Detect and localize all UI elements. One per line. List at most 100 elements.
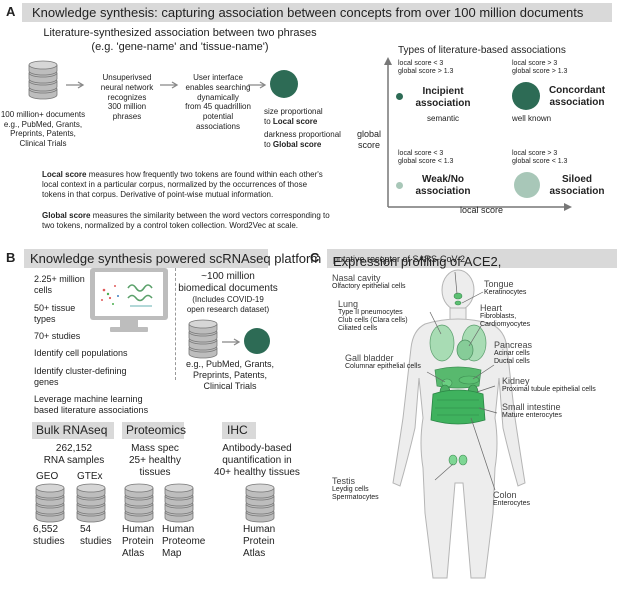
ihc-line: quantification in [222,455,292,466]
organ-label-colon: Colon Enterocytes [493,490,530,508]
criteria-line: global score > 1.3 [398,68,454,76]
name-line: association [415,97,471,109]
name-line: association [549,96,605,108]
feature-line: Leverage machine learning [34,394,143,404]
weak-dot [396,182,403,189]
monitor-icon [90,268,168,332]
gtex-n: 54 [80,524,92,535]
ui-description: User interface enables searching dynamic… [178,73,258,132]
name-line: Concordant [548,85,606,96]
y-axis-label: global score [357,129,381,151]
atlas-line: Map [162,548,182,559]
association-circle [270,70,298,98]
ihc-line: Antibody-based [222,443,292,454]
panel-a-title: Knowledge synthesis: capturing associati… [32,5,584,20]
ihc-line: 40+ healthy tissues [214,467,300,478]
nn-line: phrases [112,112,142,121]
feature-line: genes [34,376,59,387]
cell-type: Fibroblasts, [480,313,517,321]
title-main: Expression profiling of ACE2, [333,254,502,269]
feature-line: Identify cluster-defining [34,365,127,376]
dark-text: darkness proportional [264,130,341,139]
sources-line: e.g., PubMed, Grants, [185,359,275,369]
database-icon [245,483,275,523]
atlas-line: Atlas [122,548,145,559]
organ-name: Testis [332,476,356,486]
organ-label-gall-bladder: Gall bladder Columnar epithelial cells [345,353,421,371]
panel-a-subtitle-2: (e.g. 'gene-name' and 'tissue-name') [91,41,269,53]
nn-description: Unsuperivsed neural network recognizes 3… [88,73,166,122]
local-def-line: measures how frequently two tokens are f… [88,170,323,179]
y-axis-line: global [357,129,382,139]
cell-type: Keratinocytes [484,289,527,297]
local-score-definition: Local score measures how frequently two … [42,170,332,199]
criteria-line: local score > 3 [512,60,558,67]
quadrant-title: Types of literature-based associations [398,45,566,56]
ihc-atlas-label: Human Protein Atlas [243,524,275,560]
cell-type: Type II pneumocytes [338,309,403,317]
ihc-desc: Antibody-based quantification in 40+ hea… [205,443,309,479]
hpa-label: Human Protein Atlas [122,524,154,560]
docs-title-line: (Includes COVID-19 [192,295,264,304]
docs-line: Preprints, Patents, [10,129,76,139]
geo-n: 6,552 [33,524,59,535]
organ-name: Kidney [502,376,530,386]
weak-name: Weak/No association [408,174,478,197]
incipient-note: semantic [427,114,460,123]
name-line: Siloed [561,174,592,185]
global-score-label: Global score [272,140,322,149]
local-def-line: tokens in that corpus. Derivative of poi… [42,189,274,199]
nn-line: neural network [100,82,154,92]
atlas-line: Atlas [243,548,266,559]
hpm-label: Human Proteome Map [162,524,205,560]
docs-description: 100 million+ documents e.g., PubMed, Gra… [0,110,86,148]
proteomics-line: tissues [139,467,171,478]
y-axis-line: score [358,139,381,150]
feature-line: cells [34,285,53,296]
ui-line: User interface [193,73,243,82]
human-body-figure [392,269,526,579]
docs-title-line: open research dataset) [186,304,270,314]
docs-line: Clinical Trials [19,138,67,148]
docs-line: e.g., PubMed, Grants, [3,119,83,129]
concordant-criteria: local score > 3 global score > 1.3 [512,60,567,77]
x-axis-label: local score [460,205,504,215]
docs-line: 100 million+ documents [0,110,86,119]
database-icon [164,483,194,523]
database-icon [35,483,65,523]
panel-b-title: Knowledge synthesis powered scRNAseq pla… [30,251,322,266]
siloed-name: Siloed association [540,174,614,197]
scrnaseq-features: 2.25+ million cells 50+ tissue types 70+… [34,274,148,417]
bulk-title: Bulk RNAseq [36,423,108,437]
incipient-name: Incipient association [408,86,478,109]
cell-type: Olfactory epithelial cells [332,283,406,291]
panel-a-letter: A [6,4,16,19]
incipient-dot [396,93,403,100]
feature-line: based literature associations [34,405,149,416]
cell-type: Spermatocytes [332,494,379,502]
panel-a-banner: Knowledge synthesis: capturing associati… [22,3,612,22]
local-def-line: local context in a particular corpus, no… [42,179,308,189]
organ-label-testis: Testis Leydig cells Spermatocytes [332,476,379,502]
organ-name: Lung [338,299,359,309]
bulk-rnaseq-box: Bulk RNAseq [32,422,114,439]
nn-line: Unsuperivsed [102,73,152,82]
cell-type: Mature enterocytes [502,412,562,420]
database-icon [188,319,218,359]
nn-line: 300 million [107,102,147,112]
name-line: Incipient [422,86,464,97]
siloed-criteria: local score > 3 global score < 1.3 [512,150,567,167]
ui-line: from 45 quadrillion [185,102,251,112]
panel-b-letter: B [6,250,16,265]
weak-criteria: local score < 3 global score < 1.3 [398,150,453,167]
name-line: association [549,185,605,197]
organ-name: Nasal cavity [332,273,381,283]
global-def-line: two tokens, normalized by a control toke… [42,220,298,230]
quadrant-axes [384,57,572,211]
ui-line: enables searching [185,82,251,92]
gtex-label: GTEx [77,471,103,482]
name-line: Weak/No [421,174,465,185]
panel-c-banner: Expression profiling of ACE2, putative r… [327,249,617,269]
feature-line: 70+ studies [34,331,81,341]
proteomics-title: Proteomics [126,423,187,437]
